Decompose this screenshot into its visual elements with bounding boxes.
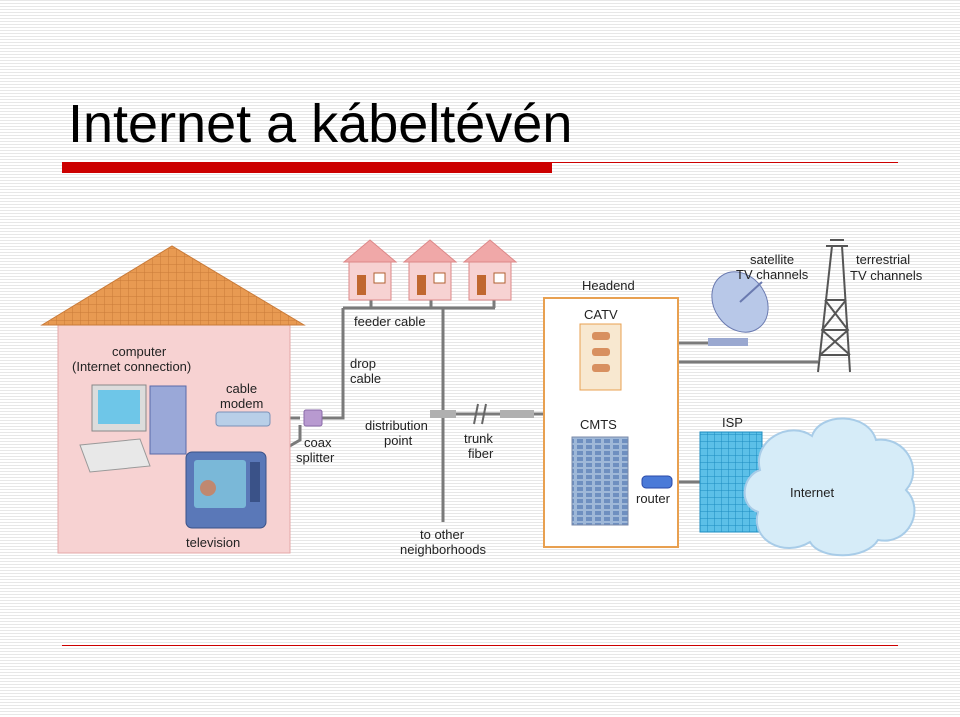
trunk-fiber-icon bbox=[430, 403, 534, 425]
label-isp: ISP bbox=[722, 415, 743, 430]
slide-title: Internet a kábeltévén bbox=[68, 94, 573, 154]
label-splitter: splitter bbox=[296, 450, 335, 465]
label-headend: Headend bbox=[582, 278, 635, 293]
label-satellite: satellite bbox=[750, 252, 794, 267]
label-cmts: CMTS bbox=[580, 417, 617, 432]
router-icon bbox=[641, 475, 673, 489]
label-television: television bbox=[186, 535, 240, 550]
label-feeder-cable: feeder cable bbox=[354, 314, 426, 329]
cable-modem-icon bbox=[215, 411, 271, 427]
neighbor-house-3 bbox=[462, 239, 518, 301]
label-modem: modem bbox=[220, 396, 263, 411]
label-satellite-tv: TV channels bbox=[736, 267, 809, 282]
label-distribution: distribution bbox=[365, 418, 428, 433]
satellite-dish-icon bbox=[708, 271, 769, 346]
coax-splitter-icon bbox=[303, 409, 323, 427]
label-terrestrial-tv: TV channels bbox=[850, 268, 923, 283]
transmission-tower-icon bbox=[817, 239, 851, 373]
label-cable: cable bbox=[226, 381, 257, 396]
catv-icon bbox=[579, 323, 622, 391]
label-internet: Internet bbox=[790, 485, 834, 500]
television-icon bbox=[185, 451, 267, 529]
title-underline-thin bbox=[552, 162, 898, 163]
neighbor-house-1 bbox=[342, 239, 398, 301]
label-neighborhoods: neighborhoods bbox=[400, 542, 487, 557]
label-drop: drop bbox=[350, 356, 376, 371]
label-fiber: fiber bbox=[468, 446, 494, 461]
drop-cable bbox=[322, 308, 345, 420]
label-internet-connection: (Internet connection) bbox=[72, 359, 191, 374]
neighbor-house-2 bbox=[402, 239, 458, 301]
label-trunk: trunk bbox=[464, 431, 493, 446]
title-underline-thick bbox=[62, 162, 552, 173]
label-to-other: to other bbox=[420, 527, 465, 542]
computer-icon bbox=[79, 384, 187, 473]
cmts-icon bbox=[571, 436, 629, 526]
label-cable-2: cable bbox=[350, 371, 381, 386]
diagram-labels: computer (Internet connection) cable mod… bbox=[72, 252, 923, 557]
label-catv: CATV bbox=[584, 307, 618, 322]
label-computer: computer bbox=[112, 344, 167, 359]
label-coax: coax bbox=[304, 435, 332, 450]
neighborhood-houses bbox=[342, 239, 518, 301]
label-router: router bbox=[636, 491, 671, 506]
internet-cloud-icon bbox=[743, 417, 916, 557]
label-terrestrial: terrestrial bbox=[856, 252, 910, 267]
label-point: point bbox=[384, 433, 413, 448]
footer-line bbox=[62, 645, 898, 646]
